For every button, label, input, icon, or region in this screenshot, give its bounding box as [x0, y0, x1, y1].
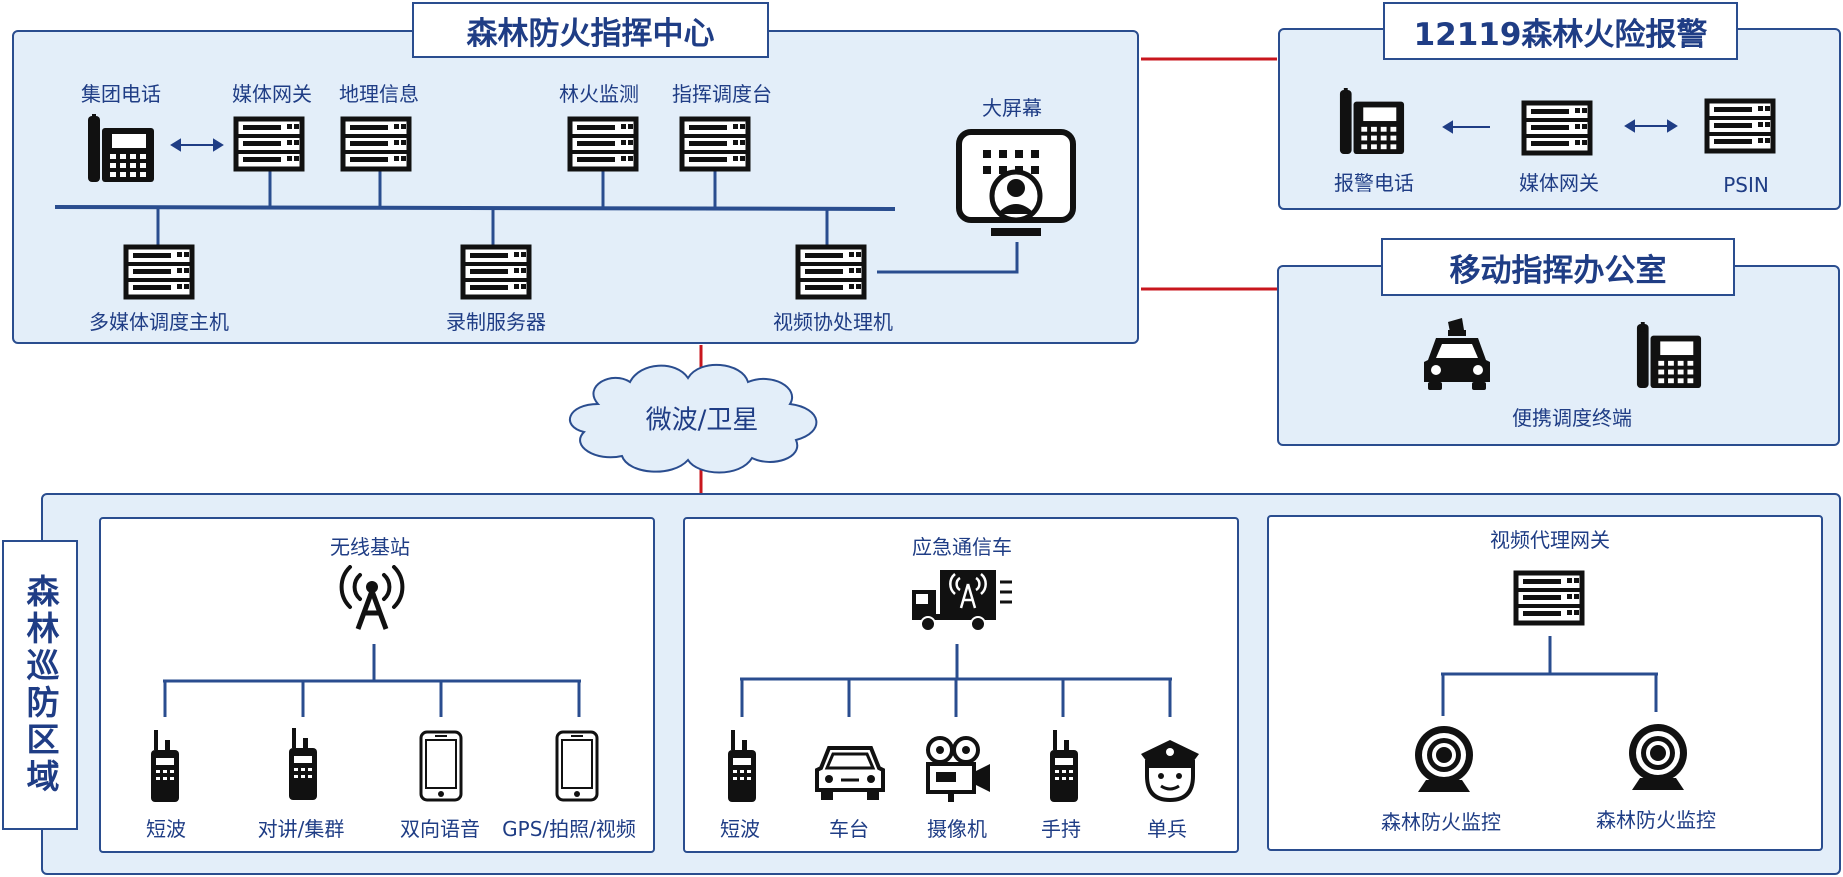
mobile-office-title: 移动指挥办公室	[1381, 238, 1735, 296]
multimedia-host-label: 多媒体调度主机	[89, 310, 229, 334]
server-icon	[460, 244, 532, 300]
portable-terminal-label: 便携调度终端	[1512, 406, 1632, 430]
alarm-title: 12119森林火险报警	[1383, 2, 1738, 60]
wireless-item-1: 对讲/集群	[257, 817, 345, 841]
vehicle-item-1: 车台	[829, 817, 869, 841]
walkie-talkie-icon	[147, 730, 183, 802]
big-screen-label: 大屏幕	[982, 96, 1042, 120]
cloud-shape	[569, 364, 818, 474]
link-label: 微波/卫星	[645, 405, 759, 436]
server-icon	[567, 116, 639, 172]
fire-monitor-label: 林火监测	[559, 82, 639, 106]
alarm-gateway-label: 媒体网关	[1519, 171, 1599, 195]
webcam-icon	[1622, 722, 1694, 794]
comm-truck-icon	[912, 570, 1012, 632]
desk-phone-icon	[86, 114, 156, 184]
wireless-item-3: GPS/拍照/视频	[502, 817, 636, 841]
wireless-item-2: 双向语音	[400, 817, 480, 841]
media-gateway-label: 媒体网关	[232, 82, 312, 106]
server-icon	[679, 116, 751, 172]
server-icon	[123, 244, 195, 300]
command-center-title: 森林防火指挥中心	[412, 2, 769, 58]
video-camera-icon	[926, 736, 990, 802]
video-proxy-item-1: 森林防火监控	[1596, 808, 1716, 832]
alarm-phone-label: 报警电话	[1334, 171, 1414, 195]
antenna-tower-icon	[339, 565, 405, 630]
wireless-title: 无线基站	[330, 535, 410, 559]
server-icon	[795, 244, 867, 300]
patrol-area-title: 森林巡防区域	[2, 540, 78, 830]
vehicle-item-3: 手持	[1041, 817, 1081, 841]
soldier-icon	[1141, 740, 1199, 803]
server-icon	[233, 116, 305, 172]
record-server-label: 录制服务器	[446, 310, 546, 334]
smartphone-icon	[555, 730, 599, 802]
desk-phone-icon	[1338, 88, 1406, 156]
group-phone-label: 集团电话	[81, 82, 161, 106]
vehicle-item-2: 摄像机	[927, 817, 987, 841]
server-icon	[1704, 98, 1776, 154]
video-coprocessor-label: 视频协处理机	[773, 310, 893, 334]
vehicle-item-4: 单兵	[1147, 817, 1187, 841]
video-proxy-item-0: 森林防火监控	[1381, 810, 1501, 834]
video-wall-icon	[956, 129, 1076, 236]
video-proxy-title: 视频代理网关	[1490, 528, 1610, 552]
walkie-talkie-icon	[724, 730, 760, 802]
wireless-item-0: 短波	[146, 817, 186, 841]
webcam-icon	[1408, 724, 1480, 796]
psin-label: PSIN	[1723, 173, 1769, 197]
smartphone-icon	[419, 730, 463, 802]
geo-info-label: 地理信息	[339, 82, 419, 106]
command-center-panel	[12, 30, 1139, 344]
vehicle-title: 应急通信车	[912, 535, 1012, 559]
dispatch-desk-label: 指挥调度台	[672, 82, 772, 106]
desk-phone-icon	[1635, 322, 1703, 390]
walkie-talkie-icon	[1046, 730, 1082, 802]
police-car-icon	[1424, 318, 1490, 390]
server-icon	[340, 116, 412, 172]
vehicle-item-0: 短波	[720, 817, 760, 841]
walkie-talkie-icon	[285, 728, 321, 800]
car-icon	[815, 746, 885, 800]
server-icon	[1513, 570, 1585, 626]
server-icon	[1521, 100, 1593, 156]
